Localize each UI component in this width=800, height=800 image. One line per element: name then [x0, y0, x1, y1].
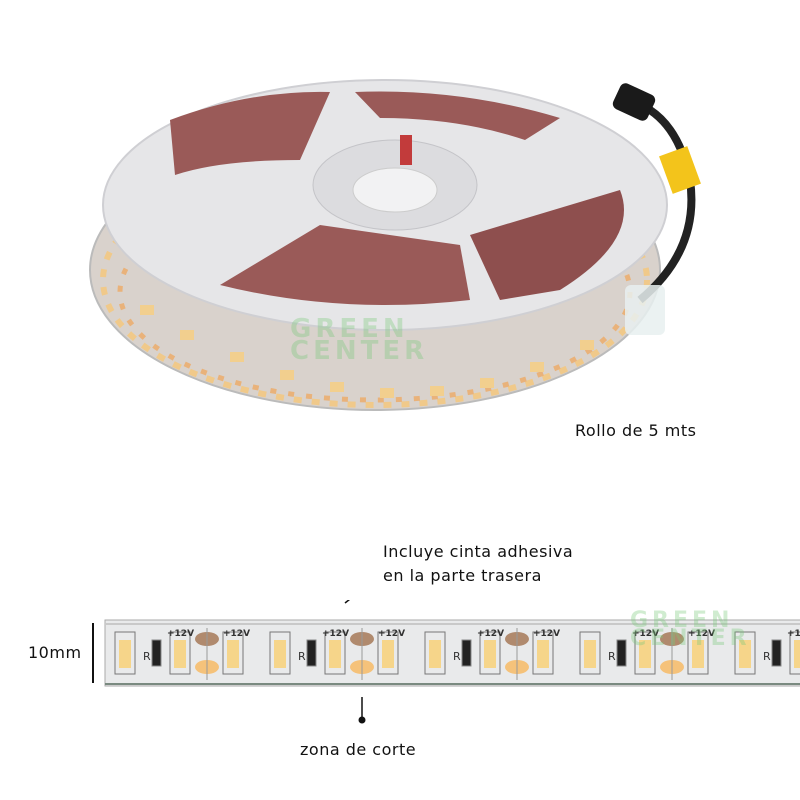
resistor-label: R: [143, 650, 151, 663]
led-frame: [324, 631, 346, 675]
reel-cutout: [355, 91, 560, 140]
led-frame: [424, 631, 446, 675]
end-cap: [625, 285, 665, 335]
voltage-label: +12V: [477, 629, 504, 639]
voltage-label: +12V: [167, 629, 194, 639]
led-chip: [429, 640, 441, 668]
led-strip-reel-image: [89, 79, 701, 411]
led-chip: [584, 640, 596, 668]
reel-cutout: [470, 190, 624, 300]
led-chip: [692, 640, 704, 668]
resistor-label: R: [763, 650, 771, 663]
led-frame: [789, 631, 800, 675]
resistor: [616, 639, 627, 667]
led-frame: [377, 631, 399, 675]
resistor-label: R: [608, 650, 616, 663]
voltage-label: +12V: [378, 629, 405, 639]
adhesive-pointer-line: [344, 600, 351, 604]
voltage-label: +12V: [322, 629, 349, 639]
cable-label: [659, 146, 701, 194]
width-label: 10mm: [28, 643, 82, 662]
reel-cutout: [170, 91, 330, 175]
led-chip: [537, 640, 549, 668]
led-chip: [382, 640, 394, 668]
reel-cutout: [220, 225, 470, 305]
led-frame: [479, 631, 501, 675]
led-chip: [739, 640, 751, 668]
led-frame: [579, 631, 601, 675]
led-frame: [532, 631, 554, 675]
led-frame: [222, 631, 244, 675]
adhesive-label-line2: en la parte trasera: [383, 566, 542, 585]
led-chip: [794, 640, 800, 668]
strip-body: [104, 619, 800, 687]
voltage-label: +12V: [223, 629, 250, 639]
led-chip: [119, 640, 131, 668]
adhesive-label-line1: Incluye cinta adhesiva: [383, 542, 574, 561]
resistor: [151, 639, 162, 667]
voltage-label: +12V: [787, 629, 800, 639]
cut-zone-label: zona de corte: [300, 740, 417, 759]
led-frame: [634, 631, 656, 675]
led-frame: [114, 631, 136, 675]
led-frame: [734, 631, 756, 675]
led-chip: [639, 640, 651, 668]
resistor: [771, 639, 782, 667]
led-chip: [174, 640, 186, 668]
led-chip: [227, 640, 239, 668]
led-frame: [687, 631, 709, 675]
resistor: [461, 639, 472, 667]
led-frame: [169, 631, 191, 675]
led-strip-closeup: R +12V +12V R +12V +12V R +12V +12V R +12V +12V R +12…: [92, 600, 800, 724]
led-chip: [274, 640, 286, 668]
coil-leds: [140, 305, 594, 398]
voltage-label: +12V: [632, 629, 659, 639]
voltage-label: +12V: [688, 629, 715, 639]
led-frame: [269, 631, 291, 675]
roll-length-label: Rollo de 5 mts: [575, 421, 697, 440]
led-chip: [329, 640, 341, 668]
dc-connector: [612, 83, 656, 121]
resistor: [306, 639, 317, 667]
led-chip: [484, 640, 496, 668]
resistor-label: R: [453, 650, 461, 663]
cut-zone-pointer-dot: [358, 716, 366, 724]
voltage-label: +12V: [533, 629, 560, 639]
resistor-label: R: [298, 650, 306, 663]
